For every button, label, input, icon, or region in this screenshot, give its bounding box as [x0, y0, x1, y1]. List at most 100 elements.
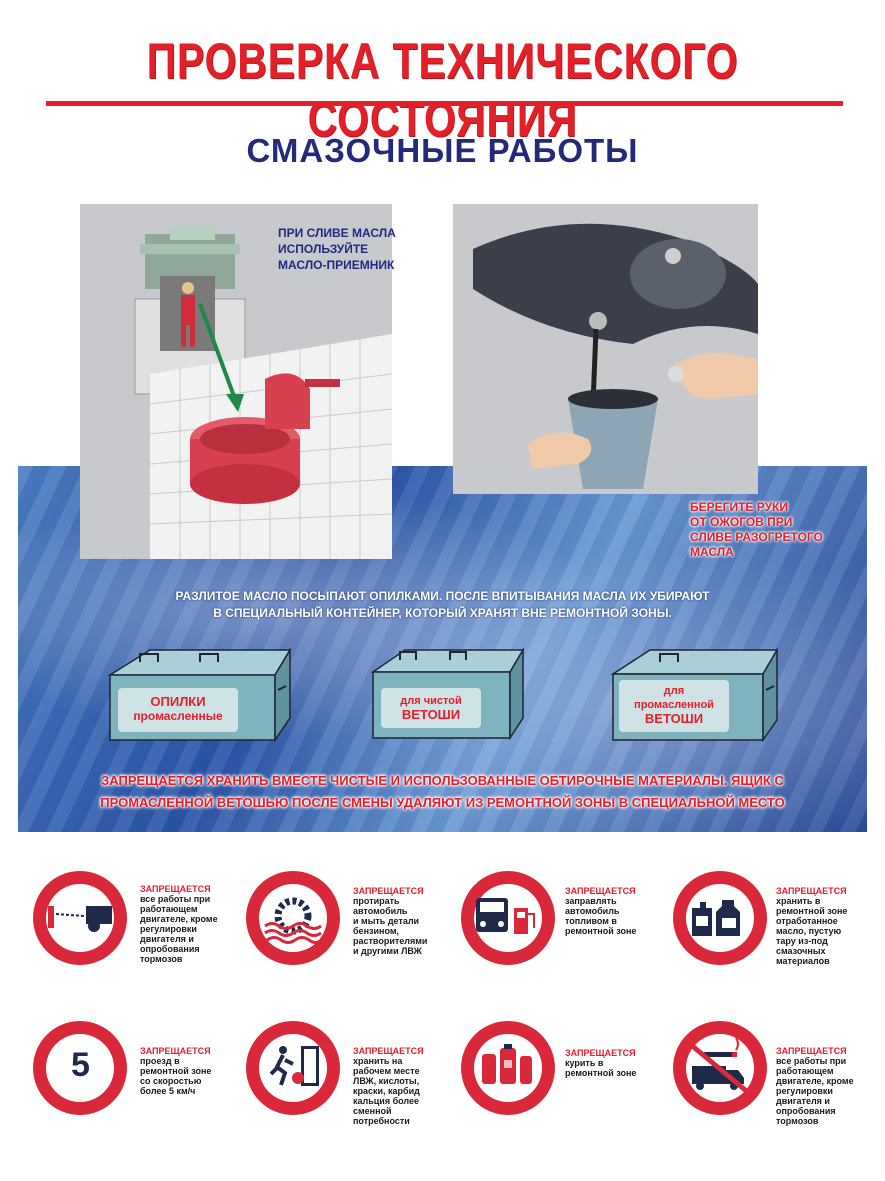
sign-caption: ЗАПРЕЩАЕТСЯ — [140, 1046, 211, 1056]
desc-line: ремонтной зоне — [565, 926, 637, 936]
title-divider — [46, 101, 843, 106]
desc-line: бензином, — [353, 926, 399, 936]
box-label-line: для чистой — [400, 695, 462, 707]
desc-line: регулировки — [776, 1086, 833, 1096]
desc-line: ремонтной зоне — [776, 906, 848, 916]
sign-caption: ЗАПРЕЩАЕТСЯ — [776, 1046, 847, 1056]
desc-line: двигателе, кроме — [140, 914, 218, 924]
sign-description: хранить на рабочем месте ЛВЖ, кислоты, к… — [353, 1056, 443, 1126]
hot-oil-illustration — [453, 204, 758, 494]
box-label-line: для — [663, 685, 685, 697]
no-smoking-truck-icon — [670, 1018, 771, 1119]
note-line: ИСПОЛЬЗУЙТЕ — [278, 242, 369, 256]
box-label: для промасленной ВЕТОШИ — [619, 684, 729, 726]
note-line: СЛИВЕ РАЗОГРЕТОГО — [690, 530, 823, 544]
sign-caption: ЗАПРЕЩАЕТСЯ — [776, 886, 847, 896]
exit-hazard-icon — [243, 1018, 344, 1119]
sawdust-box: ОПИЛКИ промасленные — [100, 640, 300, 750]
desc-line: двигателе, кроме — [776, 1076, 854, 1086]
desc-line: тормозов — [776, 1116, 819, 1126]
container-box-icon — [610, 647, 779, 743]
note-line: БЕРЕГИТЕ РУКИ — [690, 500, 788, 514]
sign-caption: ЗАПРЕЩАЕТСЯ — [565, 886, 636, 896]
poster-title: ПРОВЕРКА ТЕХНИЧЕСКОГО СОСТОЯНИЯ — [146, 33, 739, 147]
clean-rag-box: для чистой ВЕТОШИ — [365, 640, 530, 750]
sign-caption: ЗАПРЕЩАЕТСЯ — [353, 1046, 424, 1056]
desc-line: протирать — [353, 896, 400, 906]
box-label: ОПИЛКИ промасленные — [118, 694, 238, 724]
desc-line: хранить в — [776, 896, 821, 906]
box-label-line: промасленной — [634, 699, 714, 711]
desc-line: опробования — [776, 1106, 836, 1116]
desc-line: растворителями — [353, 936, 428, 946]
speed-limit-icon: 5 — [30, 1018, 131, 1119]
hot-oil-warning-note: БЕРЕГИТЕ РУКИ ОТ ОЖОГОВ ПРИ СЛИВЕ РАЗОГР… — [690, 500, 840, 560]
warning-line: ЗАПРЕЩАЕТСЯ ХРАНИТЬ ВМЕСТЕ ЧИСТЫЕ И ИСПО… — [101, 773, 784, 788]
desc-line: работающем — [140, 904, 198, 914]
gas-cylinders-icon — [458, 1018, 559, 1119]
desc-line: ремонтной зоне — [565, 1068, 637, 1078]
sign-description: заправлять автомобиль топливом в ремонтн… — [565, 896, 655, 936]
box-label-line: ВЕТОШИ — [401, 707, 461, 722]
oil-receiver-illustration — [134, 226, 392, 559]
desc-line: топливом в — [565, 916, 617, 926]
note-line: ОТ ОЖОГОВ ПРИ — [690, 515, 793, 529]
sign-caption: ЗАПРЕЩАЕТСЯ — [140, 884, 211, 894]
desc-line: ремонтной зоне — [140, 1066, 212, 1076]
desc-line: отработанное — [776, 916, 838, 926]
sign-caption: ЗАПРЕЩАЕТСЯ — [565, 1048, 636, 1058]
rag-storage-warning: ЗАПРЕЩАЕТСЯ ХРАНИТЬ ВМЕСТЕ ЧИСТЫЕ И ИСПО… — [80, 770, 805, 814]
sign-description: все работы при работающем двигателе, кро… — [140, 894, 230, 964]
desc-line: хранить на — [353, 1056, 403, 1066]
desc-line: и другими ЛВЖ — [353, 946, 422, 956]
desc-line: со скоростью — [140, 1076, 202, 1086]
box-label-line: ОПИЛКИ — [150, 694, 206, 709]
speed-limit-value: 5 — [71, 1046, 90, 1084]
desc-line: смазочных — [776, 946, 826, 956]
sign-description: хранить в ремонтной зоне отработанное ма… — [776, 896, 871, 966]
note-line: ПРИ СЛИВЕ МАСЛА — [278, 226, 396, 240]
desc-line: двигателя и — [776, 1096, 830, 1106]
desc-line: материалов — [776, 956, 830, 966]
desc-line: все работы при — [140, 894, 211, 904]
desc-line: масло, пустую — [776, 926, 842, 936]
desc-line: тару из-под — [776, 936, 828, 946]
oil-receiver-note: ПРИ СЛИВЕ МАСЛА ИСПОЛЬЗУЙТЕ МАСЛО-ПРИЕМН… — [278, 225, 408, 273]
desc-line: и мыть детали — [353, 916, 420, 926]
desc-line: кальция более — [353, 1096, 420, 1106]
note-line: МАСЛО-ПРИЕМНИК — [278, 258, 395, 272]
desc-line: краски, карбид — [353, 1086, 420, 1096]
desc-line: проезд в — [140, 1056, 180, 1066]
desc-line: регулировки — [140, 924, 197, 934]
poster-subtitle: СМАЗОЧНЫЕ РАБОТЫ — [246, 132, 639, 169]
desc-line: опробования — [140, 944, 200, 954]
container-box-icon — [370, 647, 525, 741]
engine-running-icon — [30, 868, 131, 969]
desc-line: все работы при — [776, 1056, 847, 1066]
desc-line: работающем — [776, 1066, 834, 1076]
sign-caption: ЗАПРЕЩАЕТСЯ — [353, 886, 424, 896]
desc-line: автомобиль — [353, 906, 408, 916]
desc-line: двигателя и — [140, 934, 194, 944]
box-label-line: промасленные — [133, 709, 223, 723]
sign-description: протирать автомобиль и мыть детали бензи… — [353, 896, 443, 956]
sign-description: проезд в ремонтной зоне со скоростью бол… — [140, 1056, 230, 1096]
desc-line: заправлять — [565, 896, 617, 906]
desc-line: более 5 км/ч — [140, 1086, 196, 1096]
flammable-liquid-icon — [243, 868, 344, 969]
desc-line: потребности — [353, 1116, 410, 1126]
container-box-icon — [107, 647, 292, 743]
oily-rag-box: для промасленной ВЕТОШИ — [605, 640, 785, 750]
sign-description: курить в ремонтной зоне — [565, 1058, 655, 1078]
desc-line: ЛВЖ, кислоты, — [353, 1076, 420, 1086]
desc-line: курить в — [565, 1058, 604, 1068]
desc-line: автомобиль — [565, 906, 620, 916]
oil-drain-illustration — [80, 204, 392, 559]
desc-line: рабочем месте — [353, 1066, 420, 1076]
box-label-line: ВЕТОШИ — [644, 711, 704, 726]
warning-line: ПРОМАСЛЕННОЙ ВЕТОШЬЮ ПОСЛЕ СМЕНЫ УДАЛЯЮТ… — [100, 795, 785, 810]
desc-line: сменной — [353, 1106, 392, 1116]
box-label: для чистой ВЕТОШИ — [381, 694, 481, 722]
instruction-line: В СПЕЦИАЛЬНЫЙ КОНТЕЙНЕР, КОТОРЫЙ ХРАНЯТ … — [213, 606, 672, 620]
sign-description: все работы при работающем двигателе, кро… — [776, 1056, 871, 1126]
